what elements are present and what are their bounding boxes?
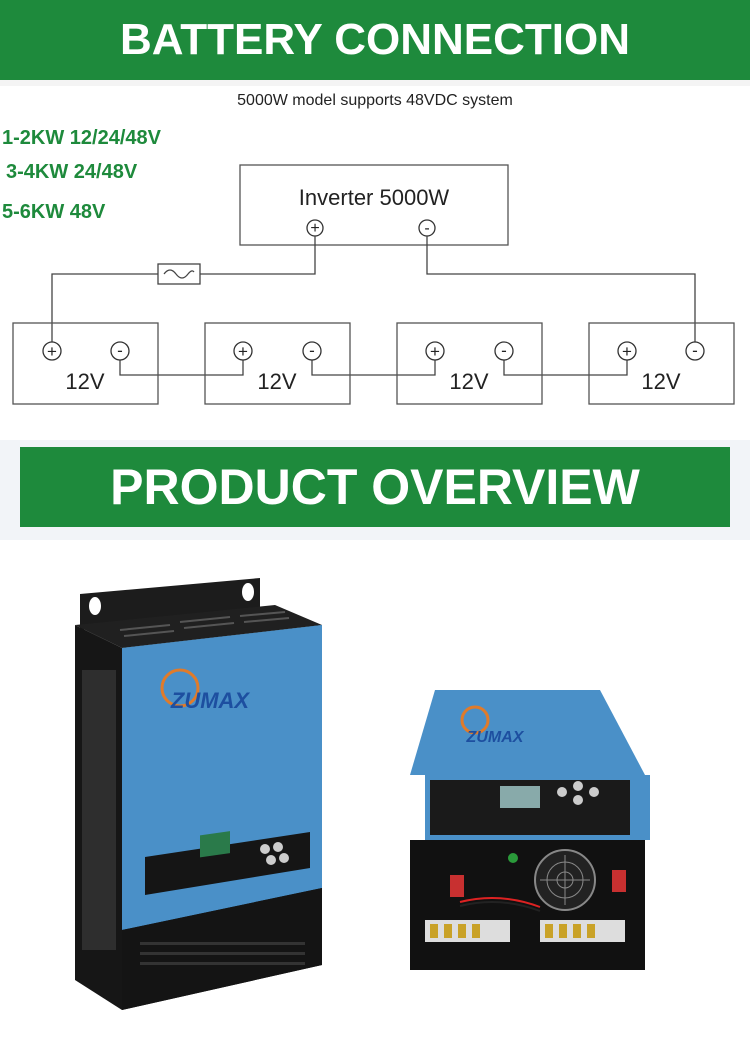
positive-wire bbox=[200, 236, 316, 275]
fuse-symbol bbox=[163, 269, 195, 279]
battery-1: + - 12V bbox=[12, 322, 159, 405]
negative-wire bbox=[426, 236, 696, 343]
lcd-screen bbox=[200, 831, 230, 858]
brand-logo: ZUMAX bbox=[170, 688, 251, 713]
svg-text:-: - bbox=[309, 341, 315, 360]
battery-3-label: 12V bbox=[449, 369, 488, 394]
product-image-bottom: ZUMAX bbox=[410, 690, 650, 970]
battery-terminal-red bbox=[612, 870, 626, 892]
svg-text:+: + bbox=[47, 342, 57, 361]
system-note: 5000W model supports 48VDC system bbox=[237, 92, 513, 109]
divider bbox=[0, 80, 750, 86]
top-blue-panel bbox=[410, 690, 645, 775]
svg-text:-: - bbox=[117, 341, 123, 360]
series-link-3 bbox=[503, 360, 628, 376]
battery-wiring-diagram: Inverter 5000W + - + - 12V + - 12V + - 1… bbox=[12, 164, 735, 405]
battery-2: + - 12V bbox=[204, 322, 351, 405]
battery-2-label: 12V bbox=[257, 369, 296, 394]
battery-3: + - 12V bbox=[396, 322, 543, 405]
logo-ring-icon bbox=[160, 668, 200, 708]
mounting-bracket bbox=[80, 578, 260, 630]
spec-line-2: 3-4KW 24/48V bbox=[6, 161, 138, 183]
product-image-front: ZUMAX bbox=[75, 578, 322, 1010]
battery-4: + - 12V bbox=[588, 322, 735, 405]
overview-title: PRODUCT OVERVIEW bbox=[110, 459, 640, 515]
spec-line-3: 5-6KW 48V bbox=[2, 201, 106, 223]
lcd-screen-2 bbox=[500, 786, 540, 808]
series-link-1 bbox=[119, 360, 244, 376]
inverter-label: Inverter 5000W bbox=[299, 185, 450, 210]
overview-banner: PRODUCT OVERVIEW bbox=[20, 447, 730, 527]
battery-1-label: 12V bbox=[65, 369, 104, 394]
header-banner: BATTERY CONNECTION bbox=[0, 0, 750, 80]
inverter-minus-symbol: - bbox=[424, 220, 429, 237]
inverter-box bbox=[239, 164, 509, 246]
header-title: BATTERY CONNECTION bbox=[119, 15, 631, 64]
series-link-2 bbox=[311, 360, 436, 376]
battery-4-label: 12V bbox=[641, 369, 680, 394]
svg-text:-: - bbox=[501, 341, 507, 360]
svg-text:-: - bbox=[692, 341, 698, 360]
svg-text:+: + bbox=[622, 342, 632, 361]
spec-line-1: 1-2KW 12/24/48V bbox=[2, 127, 161, 149]
logo-ring-icon-2 bbox=[460, 705, 490, 735]
terminal-panel bbox=[410, 840, 645, 970]
inverter-plus-symbol: + bbox=[310, 220, 319, 237]
svg-text:+: + bbox=[238, 342, 248, 361]
svg-text:+: + bbox=[430, 342, 440, 361]
brand-logo-2: ZUMAX bbox=[466, 729, 525, 746]
